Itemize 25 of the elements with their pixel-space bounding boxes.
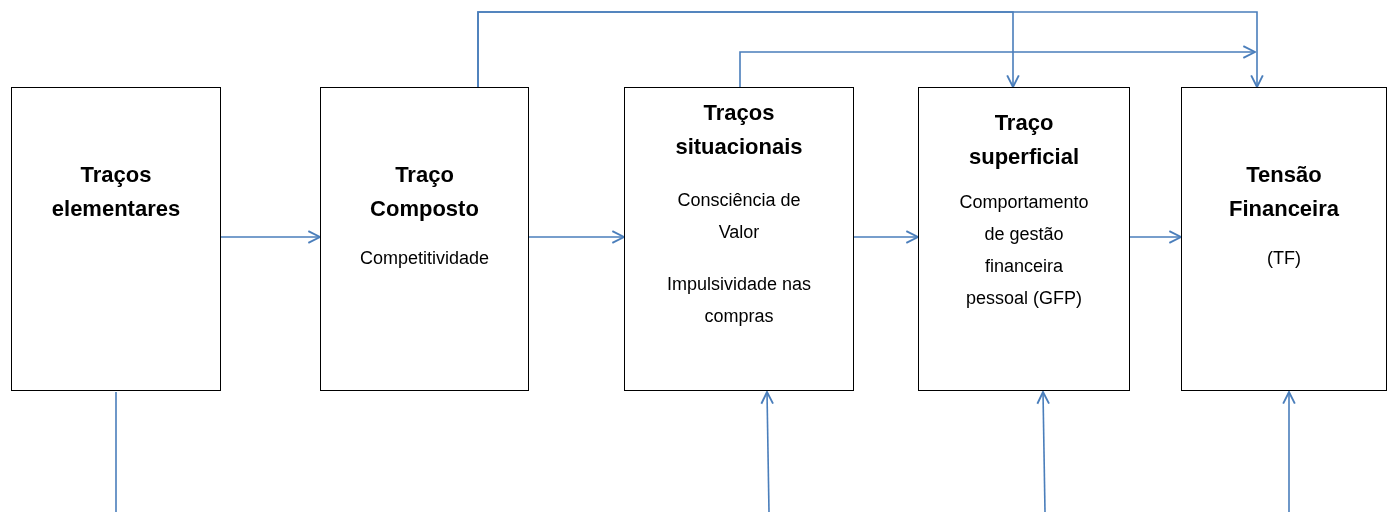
box-heading: Traços situacionais	[674, 99, 804, 161]
arrow	[1282, 391, 1296, 512]
process-box	[1181, 87, 1387, 391]
box-text: (TF)	[1266, 247, 1302, 270]
process-box	[918, 87, 1130, 391]
arrow	[1036, 391, 1050, 512]
connector-line	[115, 391, 117, 512]
arrow	[1129, 230, 1182, 244]
arrow	[477, 11, 1264, 88]
process-box	[11, 87, 221, 391]
arrow	[528, 230, 625, 244]
box-text: Consciência de Valor	[676, 189, 802, 244]
box-heading: Traço Composto	[369, 161, 480, 223]
process-box	[624, 87, 854, 391]
box-heading: Traços elementares	[50, 161, 182, 223]
box-heading: Tensão Financeira	[1227, 161, 1340, 223]
box-text: Comportamento de gestão financeira pessoal (GFP)	[958, 191, 1090, 310]
process-box	[320, 87, 529, 391]
box-text: Competitividade	[358, 247, 491, 270]
arrow	[739, 45, 1256, 88]
box-text: Impulsividade nas compras	[665, 273, 813, 328]
box-heading: Traço superficial	[967, 109, 1080, 171]
arrow	[220, 230, 321, 244]
arrow	[760, 391, 774, 512]
arrow	[853, 230, 919, 244]
